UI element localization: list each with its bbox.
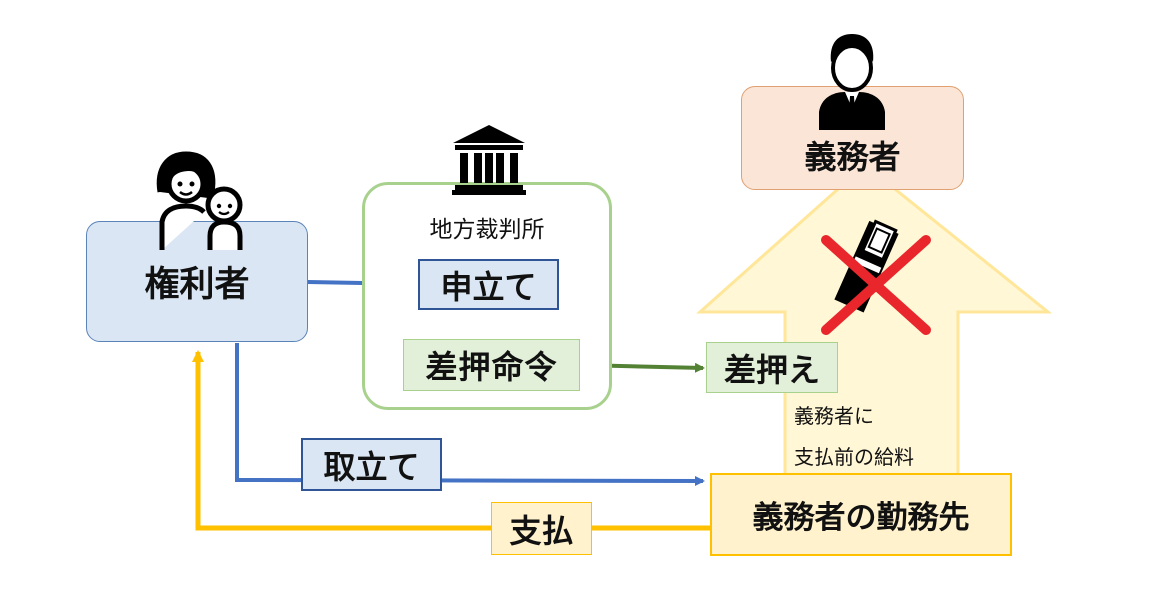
courthouse-icon [452, 125, 526, 195]
payment-label: 支払 [509, 511, 574, 550]
collection-box: 取立て [301, 438, 442, 491]
order-label: 差押命令 [425, 348, 558, 386]
upward-arrow-shape [696, 163, 1053, 477]
mother-child-icon [156, 151, 243, 250]
seizure-box: 差押え [706, 342, 838, 393]
court-title: 地方裁判所 [429, 217, 545, 243]
payment-box: 支払 [491, 502, 592, 555]
employer-label: 義務者の勤務先 [752, 500, 970, 536]
employer-box: 義務者の勤務先 [710, 473, 1012, 556]
arrow-collection [235, 343, 705, 486]
filing-box: 申立て [418, 259, 559, 310]
businessman-icon [819, 34, 885, 130]
note-line-1: 義務者に [794, 404, 874, 428]
order-box: 差押命令 [403, 339, 580, 391]
collection-label: 取立て [323, 447, 420, 486]
filing-label: 申立て [440, 267, 537, 306]
seizure-label: 差押え [723, 350, 820, 389]
note-line-2: 支払前の給料 [794, 445, 914, 469]
creditor-label: 権利者 [144, 265, 250, 305]
creditor-box: 権利者 [86, 221, 308, 342]
debtor-label: 義務者 [804, 138, 901, 176]
cross-mark-icon [821, 235, 931, 335]
money-icon [834, 219, 899, 313]
